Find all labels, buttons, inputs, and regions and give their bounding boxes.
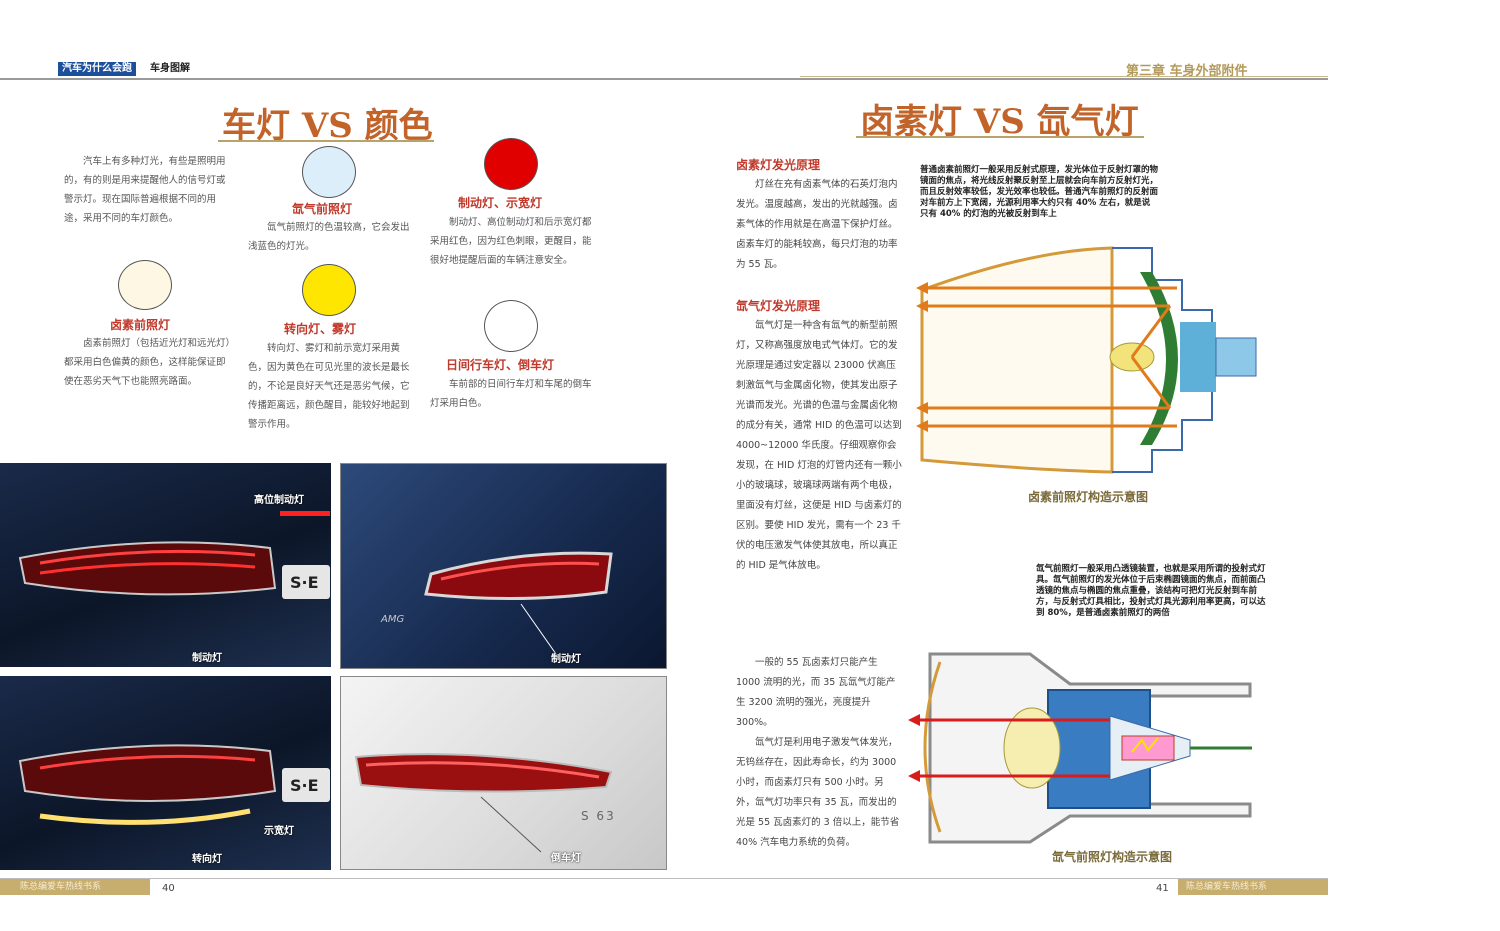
halogen-diagram-note: 普通卤素前照灯一般采用反射式原理，发光体位于反射灯罩的物镜面的焦点，将光线反射聚… <box>920 165 1159 219</box>
daytime-color-swatch <box>484 300 538 352</box>
header-left-sub: 车身图解 <box>150 63 190 74</box>
plate-badge: S·E <box>290 573 319 592</box>
brake-color-swatch <box>484 138 538 190</box>
brake-lamp-desc: 制动灯、高位制动灯和后示宽灯都采用红色，因为红色刺眼，更醒目，能很好地提醒后面的… <box>430 217 592 266</box>
turn-lamp-caption: 转向灯、雾灯 <box>284 322 357 336</box>
daytime-lamp-caption: 日间行车灯、倒车灯 <box>446 358 555 372</box>
photo2-label-brake: 制动灯 <box>551 654 581 665</box>
tail-light-illustration <box>18 744 330 825</box>
photo3-label-side: 示宽灯 <box>264 826 294 837</box>
s63-badge: S 63 <box>581 809 616 823</box>
footer-series-left: 陈总编爱车热线书系 <box>20 882 102 892</box>
photo-amg-rear: AMG 制动灯 <box>340 463 667 669</box>
xenon-diagram-caption: 氙气前照灯构造示意图 <box>1052 850 1173 864</box>
footer-series-right: 陈总编爱车热线书系 <box>1186 882 1268 892</box>
photo1-label-high-brake: 高位制动灯 <box>254 495 304 506</box>
brake-lamp-caption: 制动灯、示宽灯 <box>458 196 543 210</box>
right-page-title: 卤素灯 VS 氙气灯 <box>860 102 1139 142</box>
photo4-label-reverse: 倒车灯 <box>551 853 581 864</box>
header-right-divider <box>800 76 1328 77</box>
photo-rear-turn: S·E 示宽灯 转向灯 <box>0 676 331 870</box>
turn-color-swatch <box>302 264 356 316</box>
photo-rear-brake: S·E 高位制动灯 制动灯 <box>0 463 331 667</box>
header-left-tag: 汽车为什么会跑 <box>58 62 136 76</box>
photo3-label-turn: 转向灯 <box>192 854 222 865</box>
turn-lamp-desc: 转向灯、雾灯和前示宽灯采用黄色，因为黄色在可见光里的波长是最长的，不论是良好天气… <box>248 343 410 430</box>
page-number-right: 41 <box>1156 883 1169 894</box>
halogen-color-swatch <box>118 260 172 310</box>
xenon-headlamp-diagram <box>908 652 1252 844</box>
xenon-lamp-caption: 氙气前照灯 <box>292 202 353 216</box>
header-divider <box>0 78 1328 80</box>
halogen-lamp-desc: 卤素前照灯（包括近光灯和远光灯）都采用白色偏黄的颜色，这样能保证即使在恶劣天气下… <box>64 338 231 387</box>
xenon-principle-head: 氙气灯发光原理 <box>736 299 821 313</box>
left-title-rule <box>218 140 434 142</box>
tail-light-illustration <box>18 511 330 599</box>
footer-bar-right: 陈总编爱车热线书系 <box>1178 879 1328 895</box>
photo-s63-rear: S 63 倒车灯 <box>340 676 667 870</box>
compare-text: 一般的 55 瓦卤素灯只能产生 1000 流明的光，而 35 瓦氙气灯能产生 3… <box>736 657 896 728</box>
footer-divider <box>0 878 1328 879</box>
xenon-principle-text: 氙气灯是一种含有氙气的新型前照灯，又称高强度放电式气体灯。它的发光原理是通过安定… <box>736 320 902 571</box>
footer-bar-left: 陈总编爱车热线书系 <box>0 879 150 895</box>
xenon-diagram-note: 氙气前照灯一般采用凸透镜装置，也就是采用所谓的投射式灯具。氙气前照灯的发光体位于… <box>1036 564 1266 618</box>
header-chapter: 第三章 车身外部附件 <box>1126 64 1248 79</box>
xenon-color-swatch <box>302 146 356 198</box>
page-number-left: 40 <box>162 883 175 894</box>
halogen-principle-text: 灯丝在充有卤素气体的石英灯泡内发光。温度越高，发出的光就越强。卤素气体的作用就是… <box>736 179 898 270</box>
halogen-principle-head: 卤素灯发光原理 <box>736 158 821 172</box>
lifetime-text: 氙气灯是利用电子激发气体发光，无钨丝存在，因此寿命长，约为 3000 小时，而卤… <box>736 737 900 848</box>
amg-badge: AMG <box>381 614 405 625</box>
halogen-lamp-caption: 卤素前照灯 <box>110 318 171 332</box>
photo1-label-brake: 制动灯 <box>192 653 222 664</box>
tail-light-illustration <box>354 753 613 853</box>
right-title-rule <box>856 136 1144 138</box>
halogen-headlamp-diagram <box>916 246 1257 474</box>
plate-badge: S·E <box>290 776 319 795</box>
halogen-diagram-caption: 卤素前照灯构造示意图 <box>1028 490 1149 504</box>
daytime-lamp-desc: 车前部的日间行车灯和车尾的倒车灯采用白色。 <box>430 379 592 409</box>
intro-paragraph: 汽车上有多种灯光，有些是照明用的，有的则是用来提醒他人的信号灯或警示灯。现在国际… <box>64 156 226 224</box>
xenon-lamp-desc: 氙气前照灯的色温较高，它会发出浅蓝色的灯光。 <box>248 222 410 252</box>
tail-light-illustration <box>424 551 613 655</box>
left-page-title: 车灯 VS 颜色 <box>222 106 433 146</box>
